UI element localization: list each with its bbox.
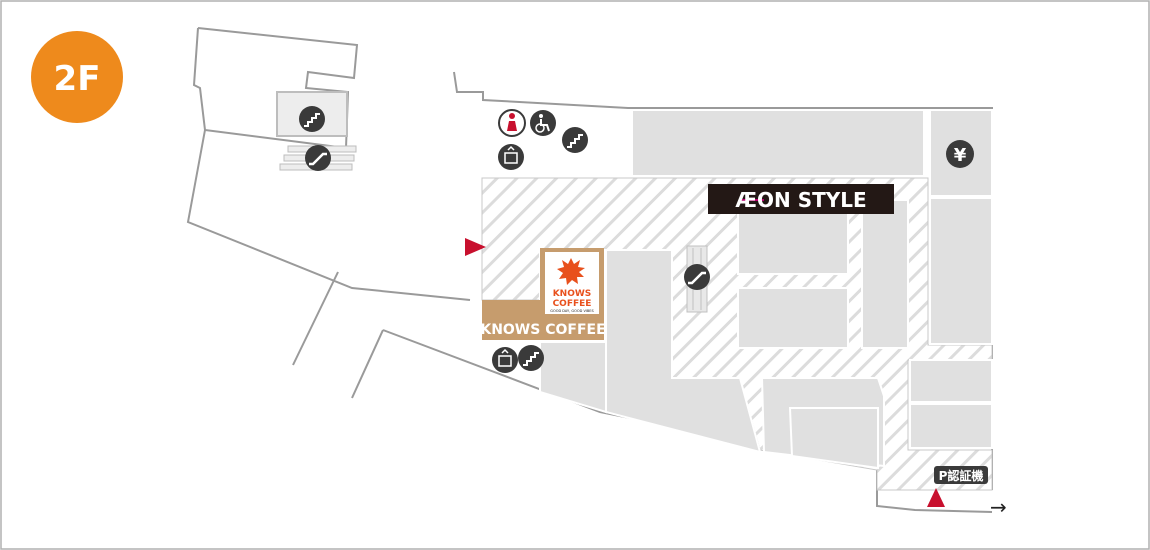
elevator-icon[interactable] bbox=[498, 144, 524, 170]
cafe-logo-line1: KNOWS bbox=[553, 289, 592, 299]
elevator-icon[interactable] bbox=[492, 347, 518, 373]
cafe-logo-line2: COFFEE bbox=[553, 299, 592, 309]
stairs-icon[interactable] bbox=[518, 345, 544, 371]
store-blocks bbox=[539, 109, 993, 470]
restroom-icon[interactable] bbox=[498, 109, 526, 137]
entrance-marker-icon[interactable] bbox=[465, 238, 486, 256]
cafe-logo-tagline: GOOD DAY, GOOD VIBES bbox=[550, 309, 594, 313]
escalator-icon[interactable] bbox=[684, 264, 710, 290]
cafe-label: KNOWS COFFEE bbox=[480, 322, 605, 338]
escalator-icon[interactable] bbox=[305, 145, 331, 171]
cafe-logo-icon bbox=[557, 258, 585, 285]
stairs-icon[interactable] bbox=[562, 127, 588, 153]
stairs-icon[interactable] bbox=[299, 106, 325, 132]
floor-badge: 2F bbox=[31, 31, 123, 123]
entrance-marker-icon[interactable] bbox=[927, 488, 945, 507]
exit-arrow-icon[interactable]: → bbox=[990, 495, 1007, 519]
anchor-store-banner[interactable]: ÆON STYLE bbox=[708, 184, 894, 214]
floor-badge-circle bbox=[31, 31, 123, 123]
yen-icon[interactable]: ¥ bbox=[946, 140, 974, 168]
cafe-store[interactable]: KNOWS COFFEE GOOD DAY, GOOD VIBES KNOWS … bbox=[480, 248, 606, 340]
parking-validation[interactable]: P認証機 bbox=[934, 466, 988, 484]
atm-symbol: ¥ bbox=[954, 145, 967, 166]
adjacent-building bbox=[186, 27, 471, 399]
anchor-store-name: ÆON STYLE bbox=[735, 188, 866, 212]
floor-label: 2F bbox=[54, 59, 101, 99]
parking-validation-label: P認証機 bbox=[939, 468, 984, 483]
wheelchair-icon[interactable] bbox=[530, 110, 556, 136]
